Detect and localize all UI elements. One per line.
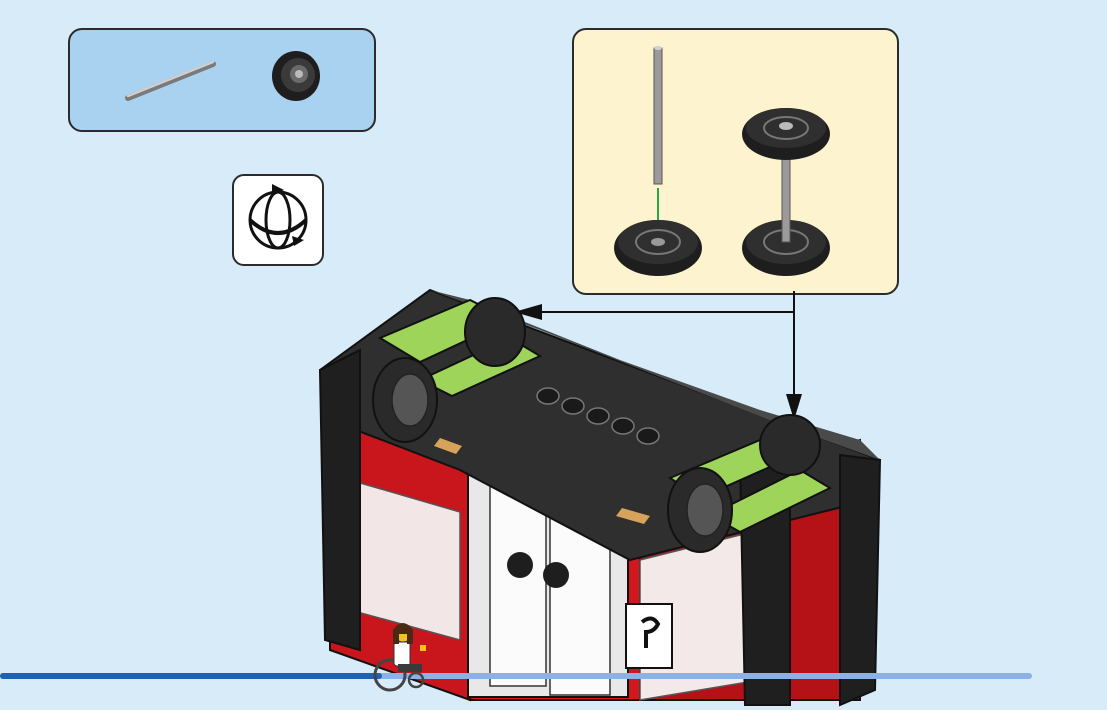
axle-icon [128,62,213,98]
subassembly-callout [572,28,899,295]
wheel-set-right [668,415,820,552]
green-slope-right-1 [670,440,790,498]
arrow-head-left [514,304,542,320]
door-assembly [468,462,628,697]
minifigure-progress-marker [375,623,426,690]
green-slope-left-2 [420,338,540,396]
placement-arrows [540,291,794,400]
rotate-model-icon [234,176,322,264]
rotate-model-callout [232,174,324,266]
axle-insert [614,46,702,276]
accessibility-sign [626,604,672,668]
wheel-pair [742,108,830,276]
train-car-model [320,290,880,705]
wheel-icon [272,51,320,101]
progress-fill [0,673,382,679]
progress-track [0,673,1032,679]
center-studs [537,388,659,444]
parts-list-art [70,30,374,130]
arrow-head-down [786,394,802,420]
wheel-set-left [373,298,525,442]
green-slope-left-1 [380,300,510,362]
parts-list-callout [68,28,376,132]
progress-bar [0,673,1032,679]
subassembly-art [574,30,897,293]
green-slope-right-2 [710,470,830,532]
